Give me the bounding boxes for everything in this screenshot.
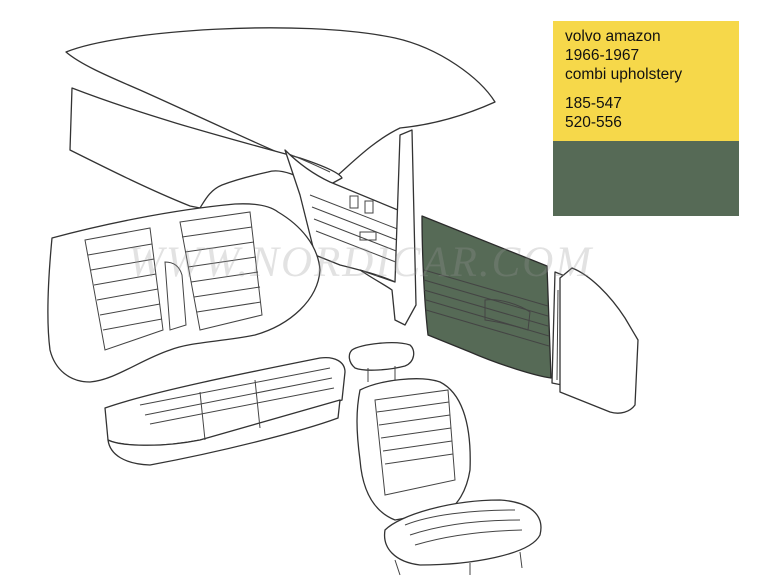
front-seat <box>348 342 542 576</box>
color-swatch <box>553 141 739 216</box>
model-name: volvo amazon <box>565 28 661 45</box>
info-card: volvo amazon 1966-1967 combi upholstery … <box>553 21 739 216</box>
part-number-1: 185-547 <box>565 95 622 112</box>
upholstery-description: combi upholstery <box>565 66 683 83</box>
spacer <box>565 84 729 94</box>
quarter-side-panel <box>559 267 639 414</box>
headliner <box>65 27 496 209</box>
rear-seat-backrest <box>47 203 321 383</box>
part-number-2: 520-556 <box>565 114 622 131</box>
watermark: WWW.NORDICAR.COM <box>128 239 594 286</box>
rear-seat-cushion <box>104 356 346 466</box>
b-pillar <box>359 129 417 326</box>
rear-door-panel <box>421 215 552 379</box>
info-label: volvo amazon 1966-1967 combi upholstery … <box>553 21 739 141</box>
model-years: 1966-1967 <box>565 47 640 64</box>
